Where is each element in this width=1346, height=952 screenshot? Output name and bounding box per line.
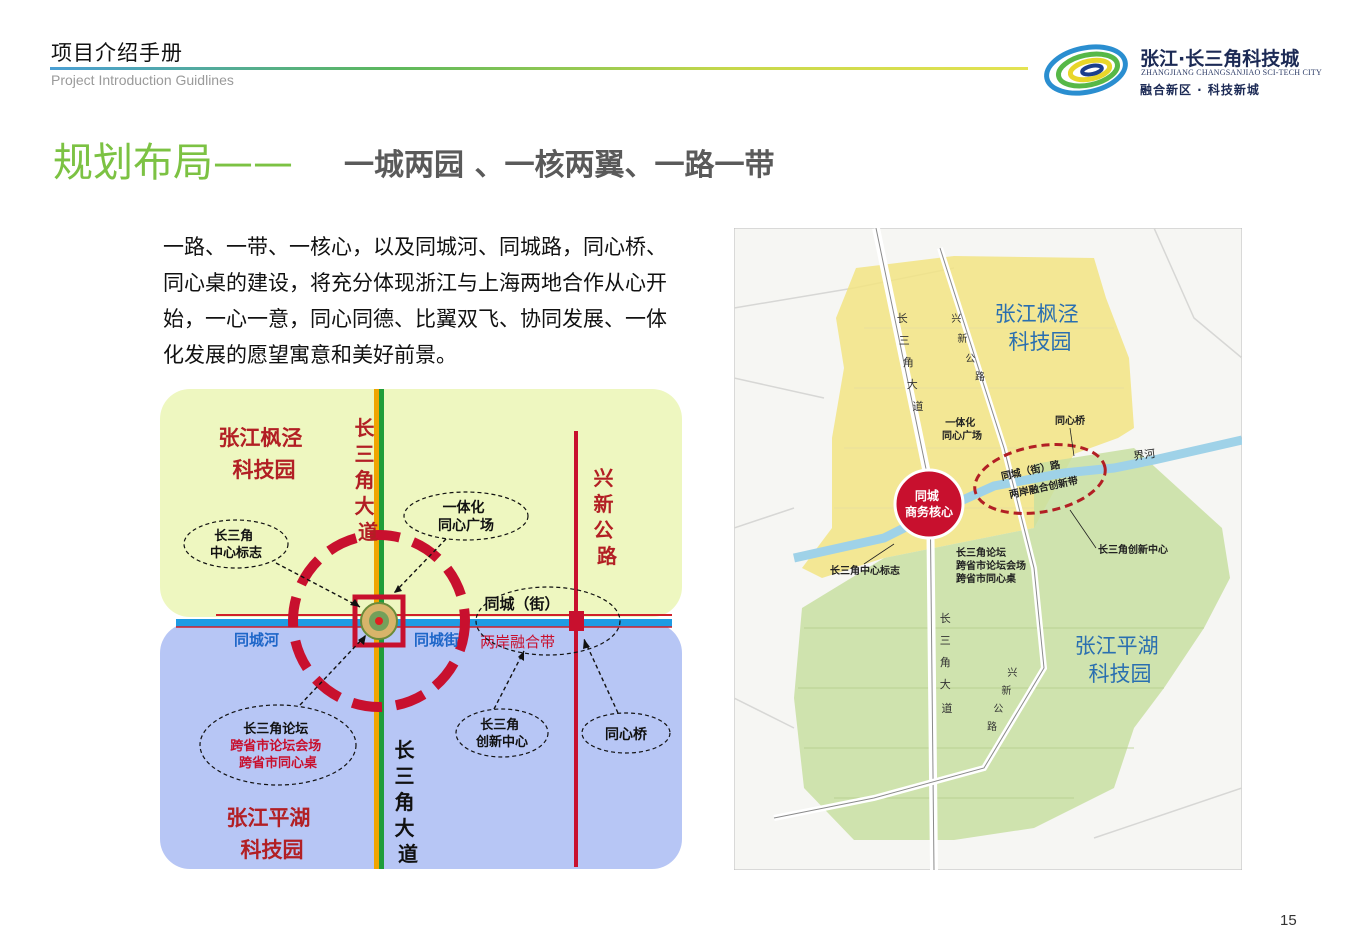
landmark-callout: 长三角 中心标志 — [210, 528, 262, 561]
north-zone-area — [160, 389, 682, 617]
map-north-zone-label: 张江枫泾 科技园 — [995, 302, 1086, 354]
tongcheng-river — [176, 619, 672, 627]
manual-subtitle: Project Introduction Guidlines — [51, 72, 234, 88]
intro-paragraph: 一路、一带、一核心，以及同城河、同城路，同心桥、同心桌的建设，将充分体现浙江与上… — [163, 235, 667, 367]
section-subtitle: 一城两园 、一核两翼、一路一带 — [344, 148, 775, 183]
map-xinxin-label-south: 兴 新 公 路 — [987, 667, 1021, 733]
core-circle — [288, 530, 470, 712]
business-core-label: 同城 商务核心 — [905, 488, 953, 519]
boundary-river — [793, 435, 1242, 563]
avenue-label-north: 长 三 角 大 道 — [355, 416, 382, 544]
xinxin-road-label: 兴 新 公 路 — [594, 466, 621, 568]
logo-name: 张江·长三角科技城 — [1140, 48, 1300, 70]
map-avenue-label-south: 长 三 角 大 道 — [940, 612, 955, 715]
map-plaza-label: 一体化 同心广场 — [942, 416, 982, 442]
map-innovation-label: 长三角创新中心 — [1098, 543, 1168, 556]
business-core-marker — [893, 468, 965, 540]
belt-label: 两岸融合带 — [480, 633, 555, 651]
bridge-callout: 同心桥 — [605, 726, 648, 743]
page-number: 15 — [1280, 912, 1297, 929]
map-landmark-label: 长三角中心标志 — [830, 564, 900, 577]
map-xinxin-label-north: 兴 新 公 路 — [951, 313, 985, 383]
street-label: 同城街 — [414, 631, 459, 649]
plaza-callout: 一体化 同心广场 — [438, 499, 494, 534]
avenue-label-south: 长 三 角 大 道 — [395, 738, 422, 866]
south-park-area — [794, 448, 1230, 840]
south-zone-label: 张江平湖 科技园 — [226, 806, 317, 862]
layout-schematic-diagram: 张江枫泾 科技园 张江平湖 科技园 长 三 角 大 道 长 三 角 大 道 兴 … — [160, 389, 682, 869]
south-zone-area — [160, 623, 682, 869]
logo-english-name: ZHANGJIANG CHANGSANJIAO SCI-TECH CITY — [1141, 68, 1322, 77]
innovation-callout: 长三角 创新中心 — [475, 717, 528, 750]
tongcheng-street-callout: 同城（街） — [484, 595, 559, 613]
section-title: 规划布局—— — [53, 140, 293, 186]
logo-slogan: 融合新区 · 科技新城 — [1140, 83, 1260, 97]
forum-callout: 长三角论坛 跨省市论坛会场 跨省市同心桌 — [230, 721, 326, 771]
river-label: 同城河 — [234, 631, 279, 649]
north-zone-label: 张江枫泾 科技园 — [218, 426, 309, 482]
planning-map: 同城 商务核心 张江枫泾 科技园 张江平湖 科技园 长 三 角 大 道 长 三 … — [734, 228, 1242, 870]
logo-swirl-icon — [1044, 44, 1128, 96]
map-forum-label: 长三角论坛 跨省市论坛会场 跨省市同心桌 — [956, 546, 1029, 585]
map-river-label: 界河 — [1133, 447, 1157, 463]
manual-title: 项目介绍手册 — [51, 41, 183, 65]
map-bridge-label: 同心桥 — [1055, 414, 1086, 427]
header-divider — [50, 67, 1028, 70]
map-avenue-label-north: 长 三 角 大 道 — [897, 312, 924, 413]
map-south-zone-label: 张江平湖 科技园 — [1075, 634, 1166, 686]
north-park-area — [802, 256, 1134, 578]
